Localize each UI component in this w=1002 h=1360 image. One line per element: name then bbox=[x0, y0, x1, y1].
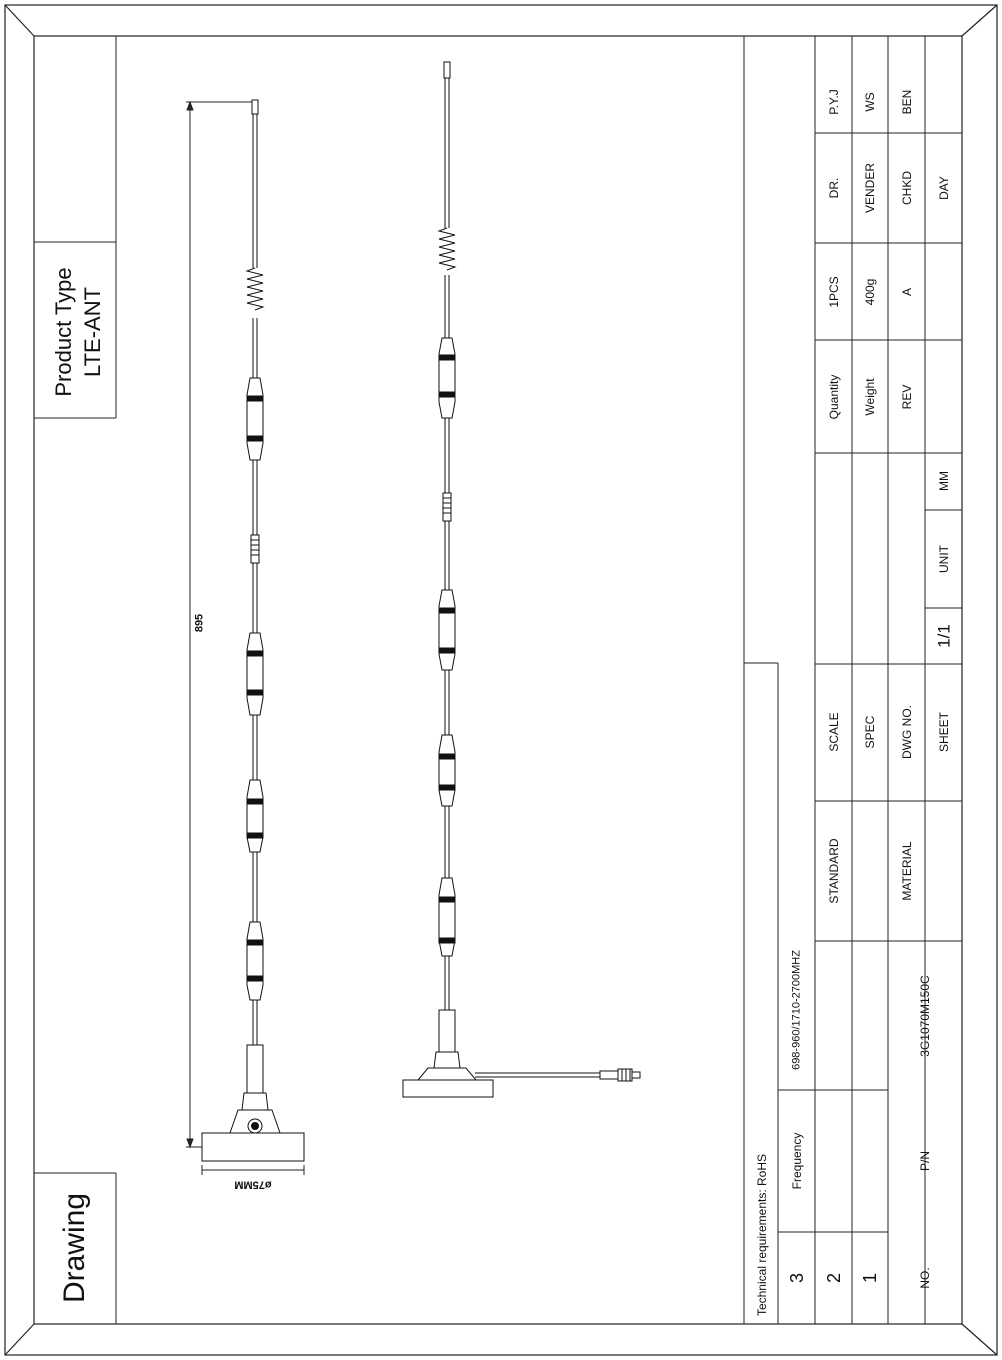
day-label: DAY bbox=[937, 176, 951, 200]
dwg-no-label: DWG NO. bbox=[900, 705, 914, 759]
row-3-no: 3 bbox=[787, 1272, 807, 1284]
row-2-no: 2 bbox=[824, 1272, 844, 1284]
quantity-value: 1PCS bbox=[827, 276, 841, 308]
spec-label: SPEC bbox=[863, 715, 877, 749]
product-type-title: Product Type bbox=[51, 267, 76, 397]
technical-requirements: Technical requirements: RoHS bbox=[755, 1153, 769, 1317]
rev-label: REV bbox=[900, 384, 914, 410]
row-3-value: 698-960/1710-2700MHZ bbox=[790, 950, 803, 1070]
unit-label: UNIT bbox=[937, 545, 951, 573]
row-1-no: 1 bbox=[860, 1272, 880, 1284]
weight-label: Weight bbox=[863, 378, 877, 416]
label-boxes bbox=[34, 36, 117, 1324]
sheet-value: 1/1 bbox=[934, 624, 954, 648]
antenna-side-view bbox=[201, 99, 305, 1162]
pn-label: P/N bbox=[918, 1150, 932, 1172]
height-dimension-label: 895 bbox=[193, 613, 206, 633]
material-label: MATERIAL bbox=[900, 841, 914, 901]
product-type-value: LTE-ANT bbox=[80, 286, 105, 378]
rev-value: A bbox=[900, 287, 914, 297]
title-block-grid bbox=[743, 36, 962, 1324]
row-3-item: Frequency bbox=[790, 1132, 804, 1190]
vender-label: VENDER bbox=[863, 162, 877, 214]
dimension-lines bbox=[186, 100, 305, 1175]
chkd-value: BEN bbox=[900, 89, 914, 115]
loading-coils bbox=[246, 377, 264, 1001]
unit-value: MM bbox=[937, 471, 951, 491]
sheet-label: SHEET bbox=[937, 711, 951, 753]
vender-value: WS bbox=[863, 92, 877, 112]
loading-coils-right bbox=[438, 337, 456, 957]
quantity-label: Quantity bbox=[827, 374, 841, 420]
scale-label: SCALE bbox=[827, 712, 841, 752]
antenna-front-view bbox=[402, 61, 641, 1098]
no-label: NO. bbox=[918, 1267, 932, 1289]
standard-label: STANDARD bbox=[827, 838, 841, 904]
sheet-frame bbox=[4, 4, 998, 1356]
dr-label: DR. bbox=[827, 177, 841, 199]
chkd-label: CHKD bbox=[900, 170, 914, 206]
drawing-label: Drawing bbox=[58, 1192, 91, 1304]
weight-value: 400g bbox=[863, 278, 877, 306]
pn-value: 3G1070M150C bbox=[918, 975, 932, 1057]
dr-value: P.Y.J bbox=[827, 89, 841, 115]
base-diameter-label: ø75MM bbox=[234, 1178, 272, 1191]
